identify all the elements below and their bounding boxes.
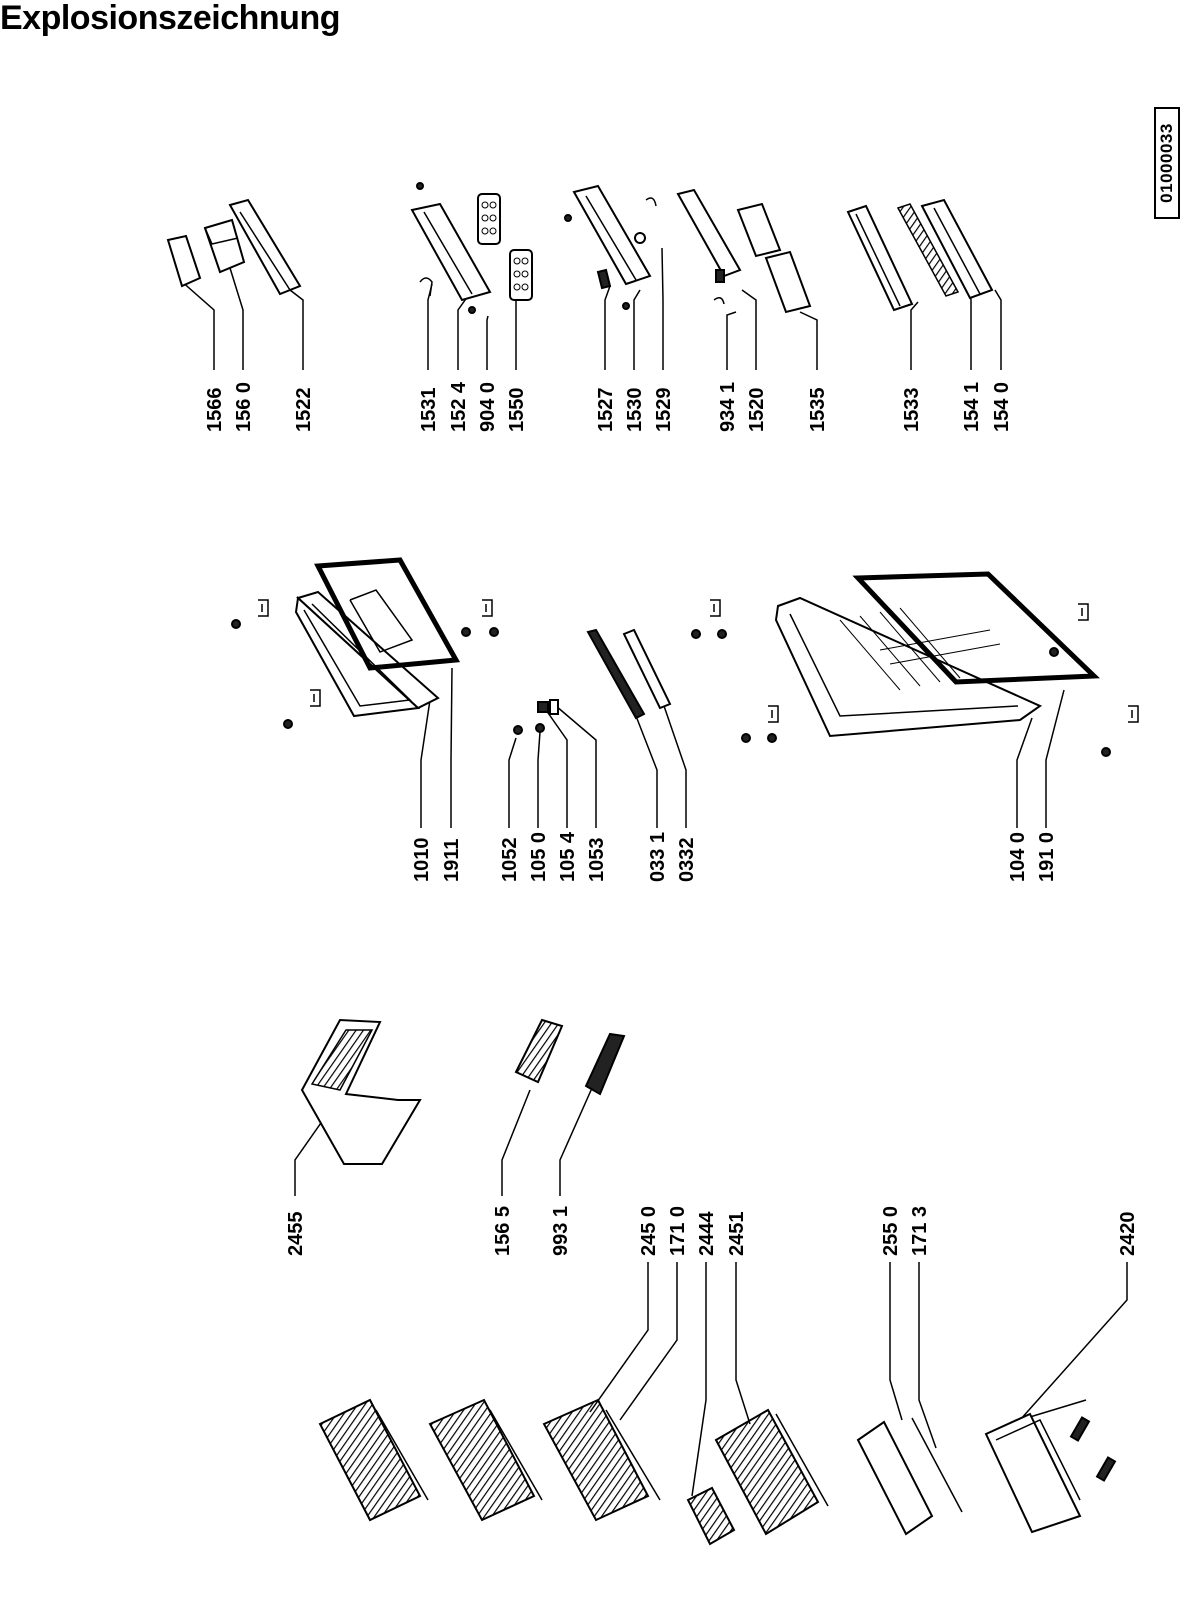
- part-label-1550: 1550: [506, 388, 528, 433]
- part-label-0331: 033 1: [647, 832, 669, 882]
- part-1911: [314, 557, 461, 671]
- part-1053: [549, 699, 559, 715]
- document-number-box: 01000033: [1154, 107, 1180, 219]
- part-2444: [686, 1486, 736, 1546]
- screw-d: [489, 627, 499, 637]
- part-2420: [984, 1412, 1082, 1534]
- part-label-1522: 1522: [293, 388, 315, 433]
- part-label-9341: 934 1: [717, 382, 739, 432]
- part-label-1524: 152 4: [448, 381, 470, 432]
- part-label-1054: 105 4: [557, 831, 579, 882]
- part-label-1010: 1010: [411, 838, 433, 883]
- screw-c: [461, 627, 471, 637]
- label-group-top-right: 1566 156 0 1522 1531 152 4 904 0 1550 15…: [204, 381, 1013, 432]
- part-1524: [410, 202, 492, 302]
- part-label-1053: 1053: [586, 838, 608, 883]
- part-1910: [852, 571, 1100, 685]
- part-label-2451: 2451: [726, 1212, 748, 1257]
- part-label-2550: 255 0: [880, 1206, 902, 1256]
- part-1710: [605, 1409, 661, 1501]
- part-label-1520: 1520: [746, 388, 768, 433]
- part-1529: [645, 197, 657, 207]
- part-1540: [920, 198, 994, 300]
- egg-tray-2: [509, 249, 533, 301]
- screw-g: [741, 733, 751, 743]
- part-1040: [774, 596, 1043, 738]
- part-label-0332: 0332: [676, 838, 698, 883]
- part-9931: [584, 1032, 626, 1096]
- part-label-1911: 1911: [441, 839, 463, 882]
- part-label-1710: 171 0: [667, 1206, 689, 1256]
- part-label-1541: 154 1: [961, 382, 983, 432]
- leader-lines-left: [294, 1069, 1128, 1497]
- part-1533: [846, 204, 914, 312]
- part-label-1540: 154 0: [991, 382, 1013, 432]
- part-0331: [586, 628, 646, 720]
- part-label-1560: 156 0: [233, 382, 255, 432]
- screw-i: [1049, 647, 1059, 657]
- freezer-door-assembly: [231, 557, 1139, 757]
- part-9341: [713, 297, 725, 305]
- part-label-1535: 1535: [807, 388, 829, 433]
- part-label-1531: 1531: [418, 388, 440, 433]
- part-1520: [676, 188, 742, 278]
- part-label-1527: 1527: [595, 388, 617, 433]
- part-1565: [514, 1018, 564, 1084]
- part-label-1052: 1052: [499, 838, 521, 883]
- interior-parts-left: [300, 1018, 1117, 1546]
- label-group-middle: 1010 1911 1052 105 0 105 4 1053 033 1 03…: [411, 831, 1058, 882]
- part-1054: [537, 701, 549, 713]
- part-1541: [896, 203, 960, 297]
- part-1566: [166, 234, 202, 288]
- screw-1531: [416, 182, 424, 190]
- leader-lines-middle: [420, 667, 1065, 828]
- screw-1527: [564, 214, 572, 222]
- part-label-1565: 156 5: [492, 1206, 514, 1256]
- screw-b: [283, 719, 293, 729]
- shelf-1: [318, 1398, 422, 1522]
- screw-e: [691, 629, 701, 639]
- part-2550: [856, 1420, 934, 1536]
- screw-f: [717, 629, 727, 639]
- part-label-2420: 2420: [1117, 1212, 1139, 1257]
- part-label-1050: 105 0: [528, 832, 550, 882]
- part-label-1713: 171 3: [909, 1206, 931, 1256]
- part-1713: [911, 1417, 963, 1513]
- part-1050: [535, 723, 545, 733]
- page-title: Explosionszeichnung: [0, 0, 340, 37]
- part-label-1533: 1533: [901, 388, 923, 433]
- door-shelf-parts: [166, 182, 994, 314]
- screw-j: [1101, 747, 1111, 757]
- part-1052: [513, 725, 523, 735]
- part-label-9040: 904 0: [477, 382, 499, 432]
- screw-a: [231, 619, 241, 629]
- part-2451: [714, 1408, 820, 1536]
- egg-tray-1: [477, 193, 501, 245]
- screw-9040: [468, 306, 476, 314]
- part-1535-b: [764, 250, 812, 314]
- part-label-1910: 191 0: [1036, 832, 1058, 882]
- part-label-2444: 2444: [696, 1211, 718, 1256]
- part-label-2455: 2455: [285, 1212, 307, 1257]
- part-label-9931: 993 1: [550, 1206, 572, 1256]
- label-group-left: 2455 156 5 993 1 245 0 171 0 2444 2451 2…: [285, 1206, 1139, 1256]
- part-label-1530: 1530: [624, 388, 646, 433]
- screw-h: [767, 733, 777, 743]
- part-1535-a: [736, 202, 782, 258]
- part-1527: [596, 268, 612, 290]
- part-1530: [572, 184, 652, 286]
- part-1560: [203, 218, 246, 274]
- screw-1530: [622, 302, 630, 310]
- part-2450: [542, 1398, 650, 1522]
- shelf-2: [428, 1398, 536, 1522]
- part-0332: [622, 628, 672, 710]
- part-label-1566: 1566: [204, 388, 226, 433]
- part-label-1040: 104 0: [1007, 832, 1029, 882]
- part-label-2450: 245 0: [638, 1206, 660, 1256]
- part-label-1529: 1529: [653, 388, 675, 433]
